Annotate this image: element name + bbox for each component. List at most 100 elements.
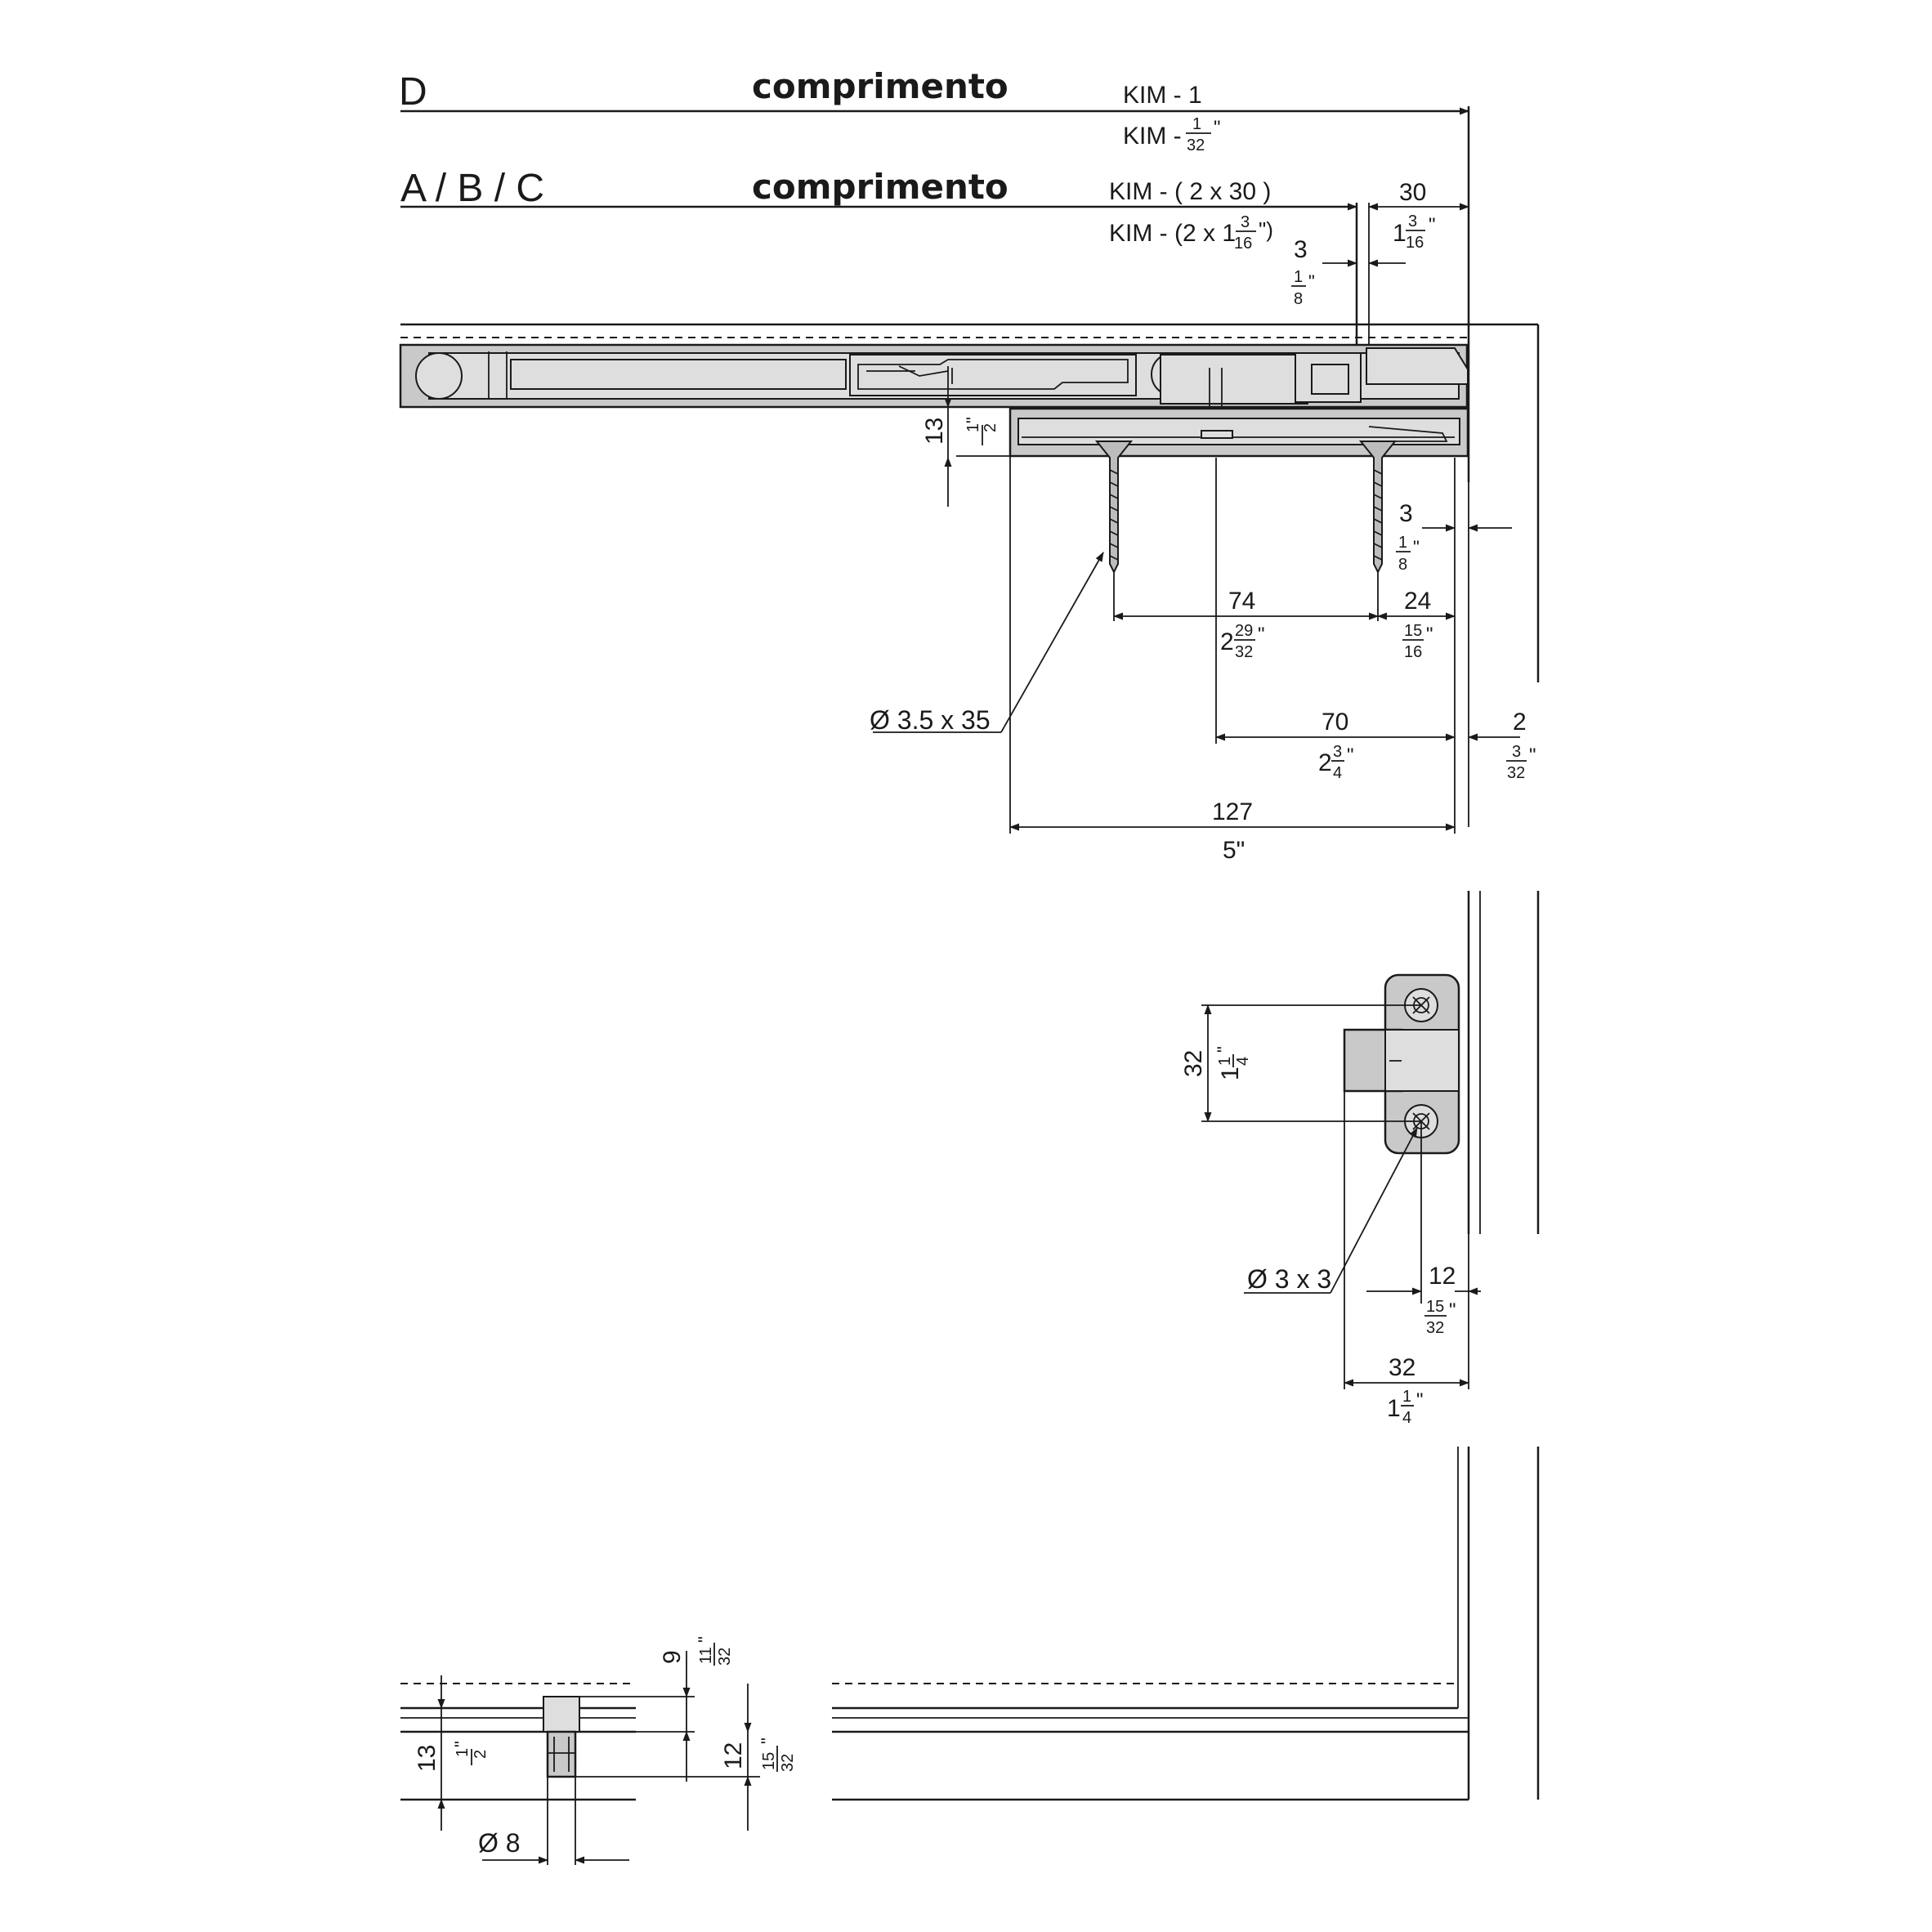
dimension-32-horizontal: 32 1 1 4 " xyxy=(1344,1354,1469,1427)
dim-32-vert-in-den: 4 xyxy=(1234,1057,1252,1066)
dim-127-mm: 127 xyxy=(1212,798,1253,825)
locking-bracket xyxy=(1008,407,1469,458)
screw-left xyxy=(1094,441,1134,575)
dim-12-side-in-den: 32 xyxy=(1426,1319,1444,1337)
dim-3-right-in-den: 8 xyxy=(1398,556,1407,574)
runner-wheel xyxy=(415,352,463,400)
dim-3-right-in-num: 1 xyxy=(1398,534,1407,552)
dim-13-pin-in-num: 1 xyxy=(454,1748,472,1757)
row-abc-formula-in-prefix: KIM - (2 x 1 xyxy=(1109,220,1236,247)
cabinet-outline-top xyxy=(400,106,1540,827)
dim-12-pin-in-num: 15 xyxy=(760,1752,778,1770)
dim-9-pin-mm: 9 xyxy=(659,1650,686,1664)
dim-32-horiz-in-whole: 1 xyxy=(1387,1395,1401,1422)
dim-13-top-in-num: 1 xyxy=(964,423,982,432)
dim-74-in-num: 29 xyxy=(1235,622,1253,640)
row-abc-formula-mm: KIM - ( 2 x 30 ) xyxy=(1109,178,1271,205)
cabinet-side-outline xyxy=(1467,891,1540,1234)
dim-12-side-in-num: 15 xyxy=(1426,1298,1444,1316)
dim-30-in-num: 3 xyxy=(1408,212,1417,230)
dim-24-in-den: 16 xyxy=(1404,643,1422,661)
dim-9-pin-in-den: 32 xyxy=(716,1648,734,1666)
screw-leader: Ø 3.5 x 35 xyxy=(870,552,1104,735)
dim-2-in-unit: " xyxy=(1529,745,1536,767)
row-d-formula-in-unit: " xyxy=(1214,117,1221,139)
dim-12-pin-in-den: 32 xyxy=(779,1754,797,1772)
dim-2-in-num: 3 xyxy=(1512,743,1521,761)
dim-32-horiz-in-num: 1 xyxy=(1402,1388,1411,1406)
dim-12-side-mm: 12 xyxy=(1429,1263,1456,1290)
dim-74-in-unit: " xyxy=(1258,624,1265,646)
cabinet-corner-bottom xyxy=(832,1447,1540,1801)
dim-9-pin-in-unit: " xyxy=(695,1636,715,1643)
dimension-32-vertical: 32 1 1 4 " xyxy=(1180,1004,1252,1122)
dim-70-mm: 70 xyxy=(1322,709,1348,736)
dim-32-vert-in-whole: 1 xyxy=(1217,1067,1244,1080)
dim-3-top-in-num: 1 xyxy=(1294,268,1303,286)
dimension-30: 30 1 3 16 " xyxy=(1368,179,1469,252)
dim-3-top-mm: 3 xyxy=(1294,236,1308,263)
screw-label: Ø 3.5 x 35 xyxy=(870,705,991,735)
hole-label: Ø 3 x 3 xyxy=(1247,1264,1331,1294)
dim-12-pin-mm: 12 xyxy=(720,1742,747,1769)
row-d-formula-in-prefix: KIM - xyxy=(1123,123,1182,150)
dim-3-top-in-unit: " xyxy=(1308,271,1315,292)
dim-13-pin-in-unit: " xyxy=(451,1741,472,1747)
row-d-formula-mm: KIM - 1 xyxy=(1123,82,1202,109)
screw-right xyxy=(1358,441,1398,575)
row-d-code: D xyxy=(399,70,427,114)
dim-32-vert-in-unit: " xyxy=(1214,1046,1234,1053)
dimension-12-side: 12 15 32 " xyxy=(1366,1263,1481,1337)
dim-32-vert-in-num: 1 xyxy=(1216,1057,1234,1066)
dim-13-pin-in-den: 2 xyxy=(472,1750,490,1759)
dimension-13-pin: 13 1 2 " xyxy=(414,1675,490,1831)
dim-3-right-mm: 3 xyxy=(1399,500,1413,527)
dimension-13-top: 13 1 2 " xyxy=(921,366,1000,507)
dim-24-mm: 24 xyxy=(1404,588,1431,615)
dimension-70: 70 2 3 4 " xyxy=(1215,709,1456,782)
extension-lines-side xyxy=(1201,1004,1469,1389)
dim-70-in-num: 3 xyxy=(1333,743,1342,761)
dim-24-in-unit: " xyxy=(1426,624,1433,646)
dowel-pin xyxy=(543,1696,580,1778)
row-abc-formula-in-num: 3 xyxy=(1241,213,1250,231)
dim-127-in: 5" xyxy=(1223,837,1245,864)
dimension-2: 2 3 32 " xyxy=(1468,709,1536,782)
extension-lines-pin xyxy=(547,1696,760,1865)
length-rule-abc: A / B / C comprimento KIM - ( 2 x 30 ) K… xyxy=(400,167,1357,253)
dim-30-mm: 30 xyxy=(1399,179,1426,206)
dim-12-side-in-unit: " xyxy=(1449,1299,1456,1322)
dim-2-in-den: 32 xyxy=(1507,764,1525,782)
row-abc-code: A / B / C xyxy=(400,167,544,210)
dimension-12-pin: 12 15 32 " xyxy=(720,1684,797,1831)
dim-13-top-in-den: 2 xyxy=(982,423,1000,432)
dim-2-mm: 2 xyxy=(1513,709,1527,736)
row-abc-formula-in-suffix: ") xyxy=(1259,217,1273,242)
row-d-word: comprimento xyxy=(752,66,1008,106)
dim-70-in-unit: " xyxy=(1347,745,1354,767)
dim-74-mm: 74 xyxy=(1228,588,1255,615)
dim-32-horiz-in-unit: " xyxy=(1416,1389,1424,1411)
dim-74-in-whole: 2 xyxy=(1220,628,1234,655)
dim-30-in-den: 16 xyxy=(1406,234,1424,252)
dimension-3-right: 3 1 8 " xyxy=(1396,500,1512,574)
length-rule-d: D comprimento KIM - 1 KIM - 1 32 " xyxy=(399,66,1469,154)
dia-8-label: Ø 8 xyxy=(478,1828,521,1858)
dim-13-top-in-unit: " xyxy=(963,417,983,423)
row-d-formula-in-den: 32 xyxy=(1187,136,1205,154)
dimension-9-pin: 9 11 32 " xyxy=(659,1636,734,1782)
row-d-formula-in-num: 1 xyxy=(1192,115,1201,133)
dim-70-in-whole: 2 xyxy=(1318,749,1332,776)
dimension-127: 127 5" xyxy=(1009,798,1456,864)
dim-74-in-den: 32 xyxy=(1235,643,1253,661)
drawer-runner xyxy=(399,343,1469,438)
dim-13-pin-mm: 13 xyxy=(414,1745,441,1772)
dim-30-in-unit: " xyxy=(1429,214,1436,236)
row-abc-formula-in-den: 16 xyxy=(1234,235,1252,253)
dim-3-right-in-unit: " xyxy=(1413,537,1420,557)
front-connector xyxy=(1343,973,1460,1155)
dim-32-vert-mm: 32 xyxy=(1180,1050,1207,1077)
dim-9-pin-in-num: 11 xyxy=(697,1647,715,1664)
dimension-3-top: 3 1 8 " xyxy=(1291,236,1406,308)
